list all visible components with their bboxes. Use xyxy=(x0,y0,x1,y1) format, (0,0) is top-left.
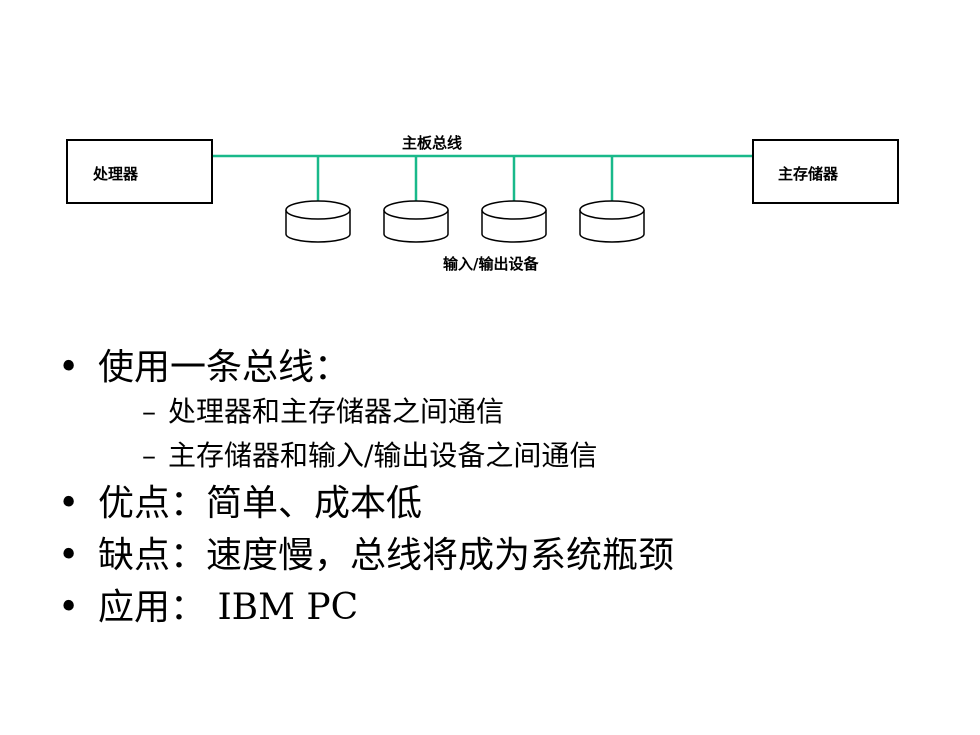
bullet-text: 缺点：速度慢，总线将成为系统瓶颈 xyxy=(98,535,675,576)
bullet-text: 使用一条总线： xyxy=(98,347,351,388)
io-disk-1 xyxy=(285,200,351,243)
bullet-advantages: 优点：简单、成本低 xyxy=(58,483,674,525)
sub-bullet-text: 处理器和主存储器之间通信 xyxy=(168,395,505,428)
io-devices-label: 输入/输出设备 xyxy=(443,255,539,273)
memory-label: 主存储器 xyxy=(778,165,839,183)
sub-bullet-list: 处理器和主存储器之间通信 主存储器和输入/输出设备之间通信 xyxy=(98,395,674,473)
sub-bullet-cpu-memory: 处理器和主存储器之间通信 xyxy=(98,395,674,429)
bullet-text: 应用： IBM PC xyxy=(98,587,359,628)
bus-label: 主板总线 xyxy=(402,134,462,152)
io-disk-2 xyxy=(383,200,449,243)
processor-box xyxy=(66,139,213,204)
memory-box xyxy=(752,139,899,204)
bullet-application: 应用： IBM PC xyxy=(58,587,674,629)
bullet-single-bus: 使用一条总线： 处理器和主存储器之间通信 主存储器和输入/输出设备之间通信 xyxy=(58,347,674,473)
processor-label: 处理器 xyxy=(92,165,139,183)
bullet-list: 使用一条总线： 处理器和主存储器之间通信 主存储器和输入/输出设备之间通信 优点… xyxy=(58,348,674,640)
system-bus-diagram: 处理器 主存储器 主板总线 输入/输出设备 xyxy=(66,134,899,273)
bullet-disadvantages: 缺点：速度慢，总线将成为系统瓶颈 xyxy=(58,535,675,577)
sub-bullet-text: 主存储器和输入/输出设备之间通信 xyxy=(168,439,598,472)
bullet-text: 优点：简单、成本低 xyxy=(98,483,423,524)
io-disk-4 xyxy=(579,200,645,243)
io-disk-3 xyxy=(481,200,547,243)
sub-bullet-memory-io: 主存储器和输入/输出设备之间通信 xyxy=(98,439,674,473)
